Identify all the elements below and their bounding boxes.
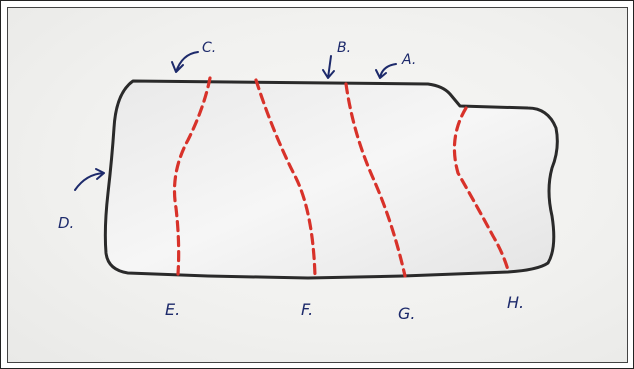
label-d: D. — [58, 214, 74, 232]
arrow-d — [75, 169, 104, 190]
label-e: E. — [165, 300, 180, 319]
shape-outline — [105, 81, 557, 278]
label-g: G. — [398, 304, 415, 323]
label-c: C. — [202, 40, 216, 56]
arrow-b — [323, 56, 334, 78]
arrow-c — [172, 52, 198, 72]
label-f: F. — [301, 300, 313, 319]
label-h: H. — [507, 293, 524, 312]
sketch-photo: C. B. A. D. E. F. G. H. — [7, 7, 628, 363]
label-b: B. — [337, 40, 351, 56]
arrow-a — [376, 64, 396, 78]
diagram-canvas: C. B. A. D. E. F. G. H. — [8, 8, 627, 362]
label-a: A. — [401, 52, 416, 68]
